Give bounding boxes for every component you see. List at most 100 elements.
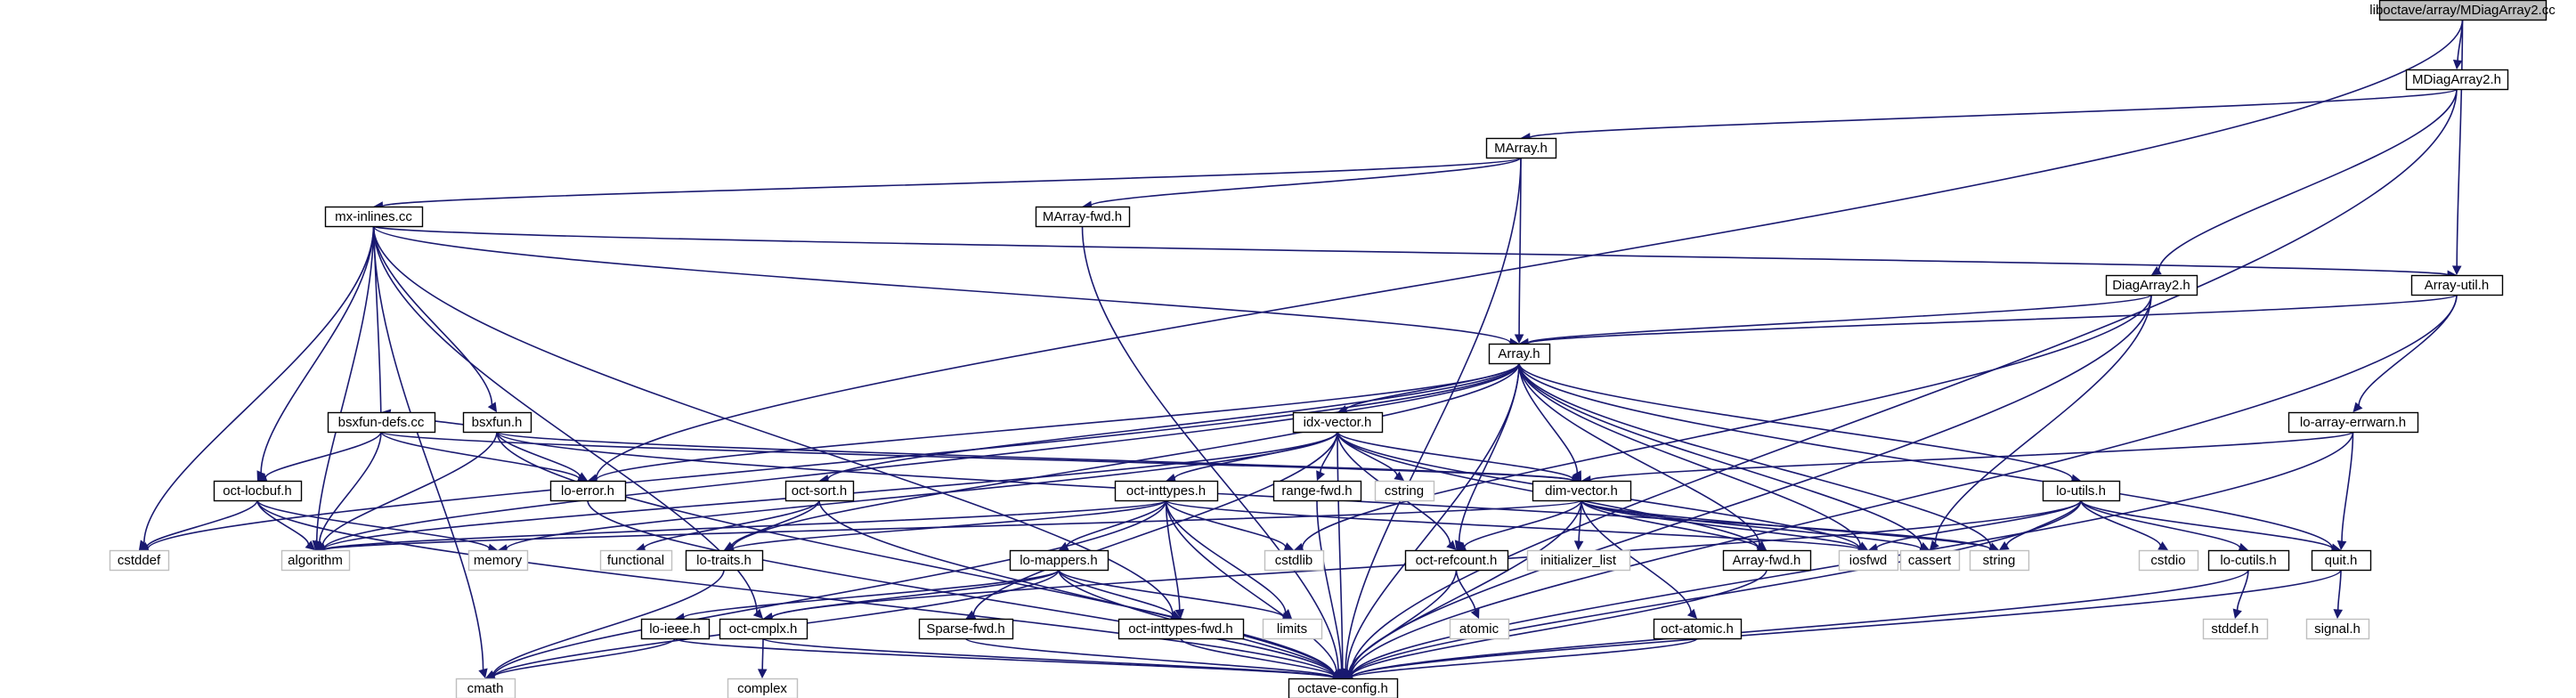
node-octsort[interactable]: oct-sort.h bbox=[784, 480, 855, 502]
edge-arrowhead-arrayh-to-dimvector bbox=[1572, 470, 1582, 482]
node-loieee[interactable]: lo-ieee.h bbox=[640, 618, 711, 640]
node-idxvector[interactable]: idx-vector.h bbox=[1292, 411, 1384, 434]
edge-bsxfun-to-string bbox=[496, 431, 1991, 550]
node-box-arrayh bbox=[1488, 343, 1551, 365]
edge-arrowhead-mxinlines-to-cmath bbox=[478, 668, 488, 679]
node-box-mxinlines bbox=[324, 206, 424, 228]
edge-lomappers-to-octinttypesfwd bbox=[1058, 569, 1174, 616]
node-root[interactable]: liboctave/array/MDiagArray2.cc bbox=[2369, 0, 2556, 21]
edge-arrayh-to-octsort bbox=[827, 362, 1520, 480]
node-lotraits[interactable]: lo-traits.h bbox=[685, 549, 764, 572]
node-label-stddef: stddef.h bbox=[2211, 621, 2258, 637]
edge-octinttypes-to-cstdlib bbox=[1165, 499, 1287, 548]
node-label-arrayh: Array.h bbox=[1498, 346, 1540, 361]
node-sparsefwd[interactable]: Sparse-fwd.h bbox=[918, 618, 1014, 640]
edge-arrayh-to-cassert bbox=[1518, 362, 1922, 547]
node-label-octsort: oct-sort.h bbox=[792, 483, 848, 499]
node-signal: signal.h bbox=[2305, 618, 2370, 640]
edge-dimvector-to-algorithm bbox=[323, 499, 1582, 551]
edge-octinttypes-to-octaveconfig bbox=[1165, 499, 1337, 672]
edge-arrowhead-diagarray2h-to-cassert bbox=[1929, 540, 1939, 551]
node-box-arrayfwd bbox=[1722, 549, 1812, 572]
node-label-memory: memory bbox=[474, 553, 523, 568]
node-octlocbuf[interactable]: oct-locbuf.h bbox=[213, 480, 303, 502]
edge-octlocbuf-to-octaveconfig bbox=[256, 499, 1335, 678]
edge-arrayfwd-to-octaveconfig bbox=[1350, 569, 1767, 677]
node-octaveconfig[interactable]: octave-config.h bbox=[1288, 678, 1399, 698]
node-label-algorithm: algorithm bbox=[288, 553, 343, 568]
node-box-cstdio bbox=[2138, 549, 2199, 572]
node-label-lomappers: lo-mappers.h bbox=[1020, 553, 1098, 568]
edge-bsxfundefs-to-octlocbuf bbox=[264, 431, 382, 478]
node-box-lomappers bbox=[1009, 549, 1109, 572]
node-diagarray2h[interactable]: DiagArray2.h bbox=[2105, 274, 2198, 296]
node-label-iosfwd: iosfwd bbox=[1849, 553, 1888, 568]
node-label-cmath: cmath bbox=[467, 681, 504, 696]
edge-mxinlines-to-cmath bbox=[372, 225, 484, 670]
node-marrayfwd[interactable]: MArray-fwd.h bbox=[1035, 206, 1131, 228]
edge-arrayh-to-iosfwd bbox=[1518, 362, 1861, 547]
node-label-octaveconfig: octave-config.h bbox=[1297, 681, 1388, 696]
node-lomappers[interactable]: lo-mappers.h bbox=[1009, 549, 1109, 572]
node-bsxfun[interactable]: bsxfun.h bbox=[462, 411, 532, 434]
edge-diagarray2h-to-arrayh bbox=[1527, 294, 2152, 344]
node-label-loerror: lo-error.h bbox=[561, 483, 614, 499]
node-string: string bbox=[1969, 549, 2030, 572]
node-box-octaveconfig bbox=[1288, 678, 1399, 698]
edge-arrowhead-idxvector-to-cstring bbox=[1394, 471, 1405, 482]
edge-quith-to-octaveconfig bbox=[1351, 569, 2342, 678]
node-label-marrayh: MArray.h bbox=[1494, 141, 1548, 156]
node-label-root: liboctave/array/MDiagArray2.cc bbox=[2369, 3, 2556, 18]
node-box-bsxfundefs bbox=[327, 411, 436, 434]
node-box-marrayfwd bbox=[1035, 206, 1131, 228]
node-label-marrayfwd: MArray-fwd.h bbox=[1043, 209, 1122, 224]
node-octrefcount[interactable]: oct-refcount.h bbox=[1404, 549, 1509, 572]
node-dimvector[interactable]: dim-vector.h bbox=[1532, 480, 1632, 502]
node-octinttypes[interactable]: oct-inttypes.h bbox=[1114, 480, 1219, 502]
node-locutils[interactable]: lo-cutils.h bbox=[2207, 549, 2290, 572]
node-rangefwd[interactable]: range-fwd.h bbox=[1272, 480, 1362, 502]
node-label-octinttypesfwd: oct-inttypes-fwd.h bbox=[1128, 621, 1233, 637]
node-box-octrefcount bbox=[1404, 549, 1509, 572]
edge-arrowhead-octrefcount-to-atomic bbox=[1470, 608, 1480, 620]
node-box-marrayh bbox=[1485, 137, 1557, 159]
edge-bsxfun-to-loerror bbox=[496, 431, 581, 477]
edge-diagarray2h-to-cassert bbox=[1934, 294, 2152, 544]
node-box-mdiagarray2h bbox=[2405, 69, 2509, 91]
edge-loerror-to-octaveconfig bbox=[587, 499, 1336, 677]
node-octcmplx[interactable]: oct-cmplx.h bbox=[719, 618, 809, 640]
edge-locutils-to-octaveconfig bbox=[1351, 569, 2249, 678]
edge-bsxfundefs-to-mxinlines bbox=[373, 215, 382, 433]
node-octinttypesfwd[interactable]: oct-inttypes-fwd.h bbox=[1117, 618, 1245, 640]
edge-arrayh-to-octrefcount bbox=[1458, 362, 1520, 542]
node-mxinlines[interactable]: mx-inlines.cc bbox=[324, 206, 424, 228]
edge-mdiagarray2h-to-marrayh bbox=[1529, 88, 2458, 139]
node-loerror[interactable]: lo-error.h bbox=[549, 480, 627, 502]
node-arrayfwd[interactable]: Array-fwd.h bbox=[1722, 549, 1812, 572]
node-cstddef: cstddef bbox=[109, 549, 170, 572]
node-marrayh[interactable]: MArray.h bbox=[1485, 137, 1557, 159]
node-label-mxinlines: mx-inlines.cc bbox=[335, 209, 412, 224]
node-loarrayerrwarn[interactable]: lo-array-errwarn.h bbox=[2288, 411, 2419, 434]
edge-arrowhead-idxvector-to-octrefcount bbox=[1446, 540, 1457, 551]
edge-octinttypes-to-limits bbox=[1165, 499, 1287, 613]
edge-arrowhead-octlocbuf-to-algorithm bbox=[305, 540, 316, 551]
node-bsxfundefs[interactable]: bsxfun-defs.cc bbox=[327, 411, 436, 434]
node-mdiagarray2h[interactable]: MDiagArray2.h bbox=[2405, 69, 2509, 91]
edge-idxvector-to-octaveconfig bbox=[1337, 431, 1344, 670]
node-octatomic[interactable]: oct-atomic.h bbox=[1653, 618, 1743, 640]
node-arrayutil[interactable]: Array-util.h bbox=[2410, 274, 2504, 296]
node-cassert: cassert bbox=[1899, 549, 1961, 572]
node-quith[interactable]: quit.h bbox=[2311, 549, 2372, 572]
edge-octsort-to-octaveconfig bbox=[818, 499, 1336, 676]
edge-mxinlines-to-octinttypesfwd bbox=[372, 225, 1174, 615]
node-arrayh[interactable]: Array.h bbox=[1488, 343, 1551, 365]
node-box-octsort bbox=[784, 480, 855, 502]
edge-rangefwd-to-octaveconfig bbox=[1316, 499, 1343, 670]
edge-octinttypes-to-iosfwd bbox=[1165, 499, 1860, 551]
edge-bsxfundefs-to-dimvector bbox=[380, 431, 1573, 482]
edge-bsxfundefs-to-loerror bbox=[380, 431, 581, 480]
node-label-cstdio: cstdio bbox=[2150, 553, 2185, 568]
node-loutils[interactable]: lo-utils.h bbox=[2042, 480, 2121, 502]
node-box-octlocbuf bbox=[213, 480, 303, 502]
